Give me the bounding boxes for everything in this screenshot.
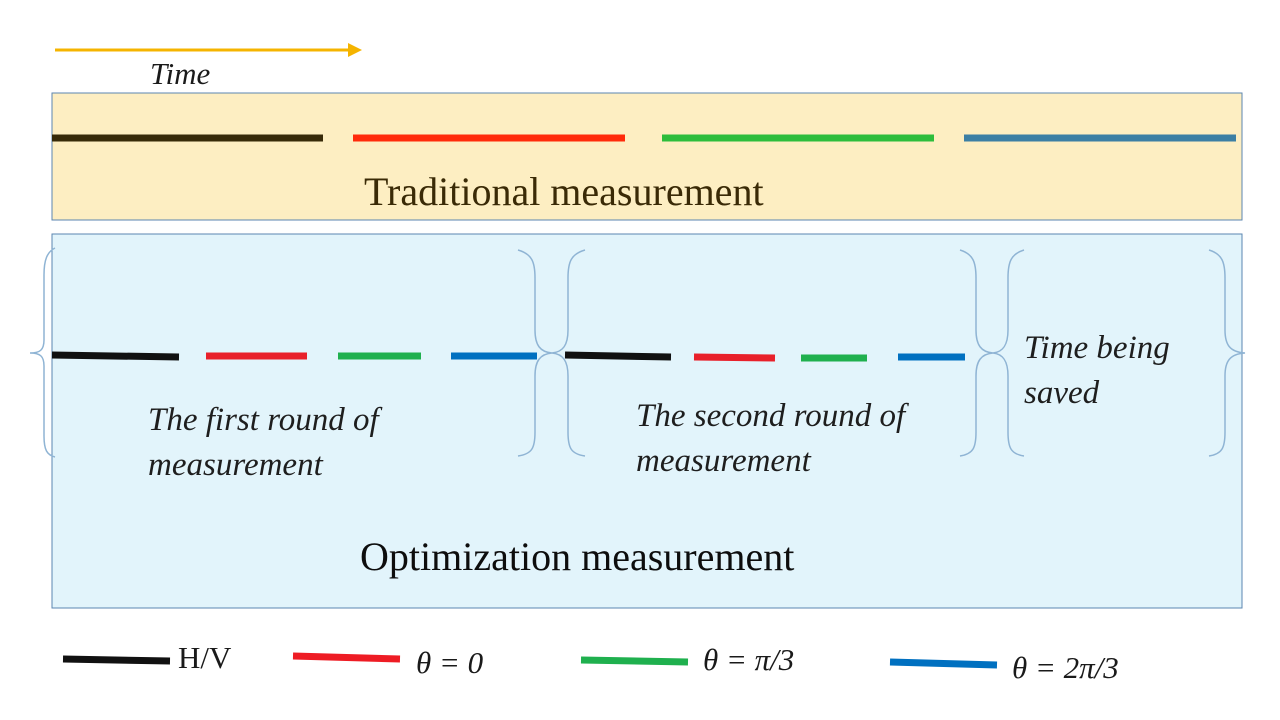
legend-swatch-theta-2pi-3 — [889, 658, 998, 669]
traditional-panel — [51, 92, 1243, 221]
round1-segment-hv — [51, 351, 180, 361]
legend-label-theta-0: θ = 0 — [416, 645, 484, 680]
traditional-label: Traditional measurement — [364, 169, 764, 214]
round2-segment-hv — [564, 351, 672, 361]
legend-label-theta-pi-3: θ = π/3 — [703, 642, 795, 677]
saved-label: Time being saved — [1024, 330, 1170, 411]
optimization-label: Optimization measurement — [360, 534, 795, 579]
round1-label: The first round of measurement — [148, 402, 379, 483]
legend-swatch-hv — [62, 655, 171, 665]
optimization-panel — [51, 233, 1243, 609]
time-arrow — [55, 43, 362, 57]
round2-label: The second round of measurement — [636, 398, 906, 479]
time-label: Time — [150, 56, 211, 91]
saved-left-brace — [992, 249, 1025, 457]
saved-right-brace — [1208, 249, 1246, 457]
legend-swatch-theta-0 — [292, 652, 401, 663]
round1-top-brace — [29, 247, 56, 458]
optimization-timeline — [51, 351, 965, 362]
legend-label-hv: H/V — [178, 640, 232, 675]
legend-swatch-theta-pi-3 — [580, 656, 689, 666]
round2-left-brace — [551, 249, 586, 457]
legend-swatches — [62, 652, 998, 669]
round2-segment-theta-0 — [693, 353, 776, 362]
legend-label-theta-2pi-3: θ = 2π/3 — [1012, 650, 1119, 685]
